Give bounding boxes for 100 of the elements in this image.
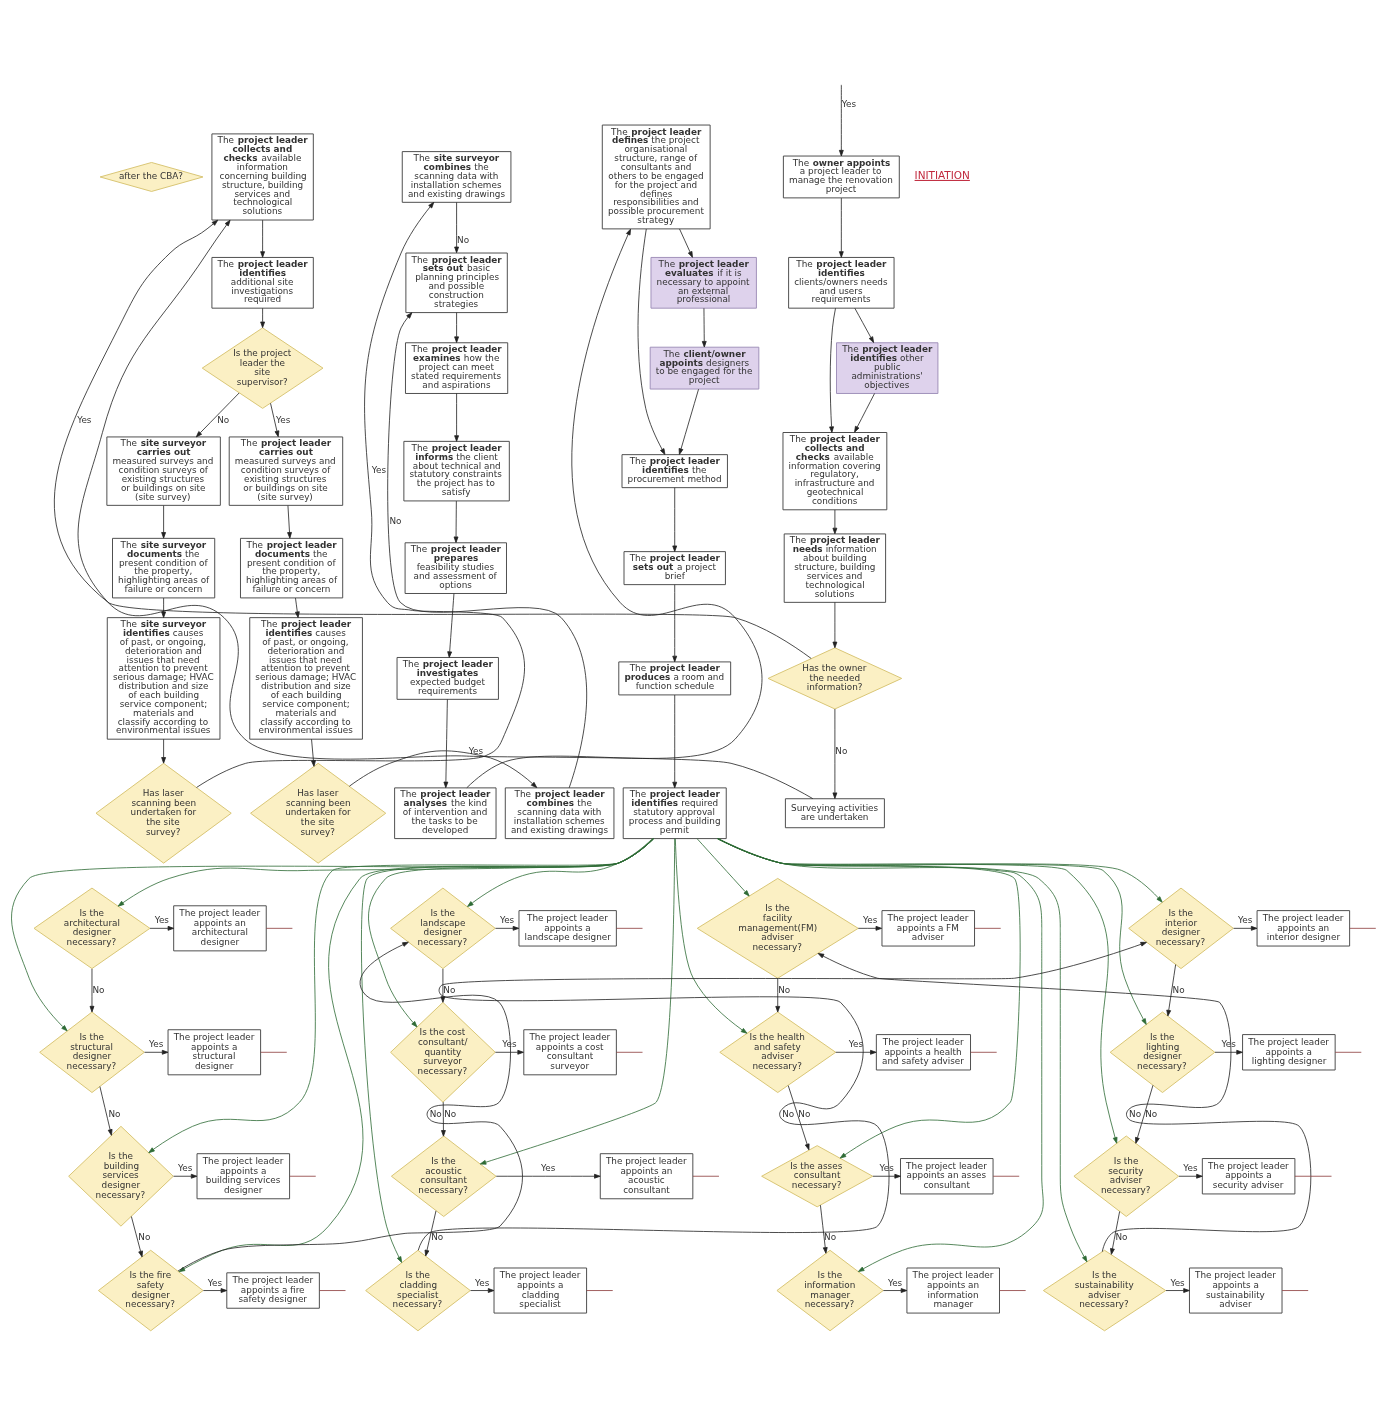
edge-label: No [1172,984,1185,995]
arrow [1165,1287,1190,1293]
arrow [775,977,781,1012]
arrow [637,228,666,455]
node-box: The project leader appoints an acoustic consultant [599,1152,694,1199]
arrow [467,837,653,907]
connector [1294,1175,1332,1177]
node-box: The project leader analyses the kind of intervention and the tasks to be developed [394,786,497,839]
arrow [348,749,538,788]
node-box: The project leader appoints a fire safety designer [226,1271,320,1309]
arrow [1166,963,1177,1016]
node-box: The project leader documents the present condition of the property, highlighting areas of failure or concern [240,537,344,598]
edge-label: Yes [154,914,169,925]
arrow [287,504,292,539]
node-box: The project leader identifies other public administrations' objectives [836,341,939,394]
node-diamond: Has laser scanning been undertaken for the site survey? [95,762,232,864]
arrow [495,925,520,931]
node-box: The project leader appoints an interior designer [1256,909,1351,947]
node-diamond: after the CBA? [99,161,204,192]
edge-label: No [108,1108,121,1119]
node-box: The project leader appoints a cladding specialist [493,1267,588,1314]
arrow [835,1049,877,1055]
arrow [161,504,166,539]
arrow [854,307,875,343]
arrow [195,392,240,437]
edge-label: Yes [1238,914,1253,925]
edge-label: No [443,984,456,995]
edge-label: No [835,745,848,756]
node-box: The project leader collects and checks available information covering regulatory, infrastructure and geotechnical conditions [782,431,888,510]
connector [992,1175,1020,1177]
node-diamond: Is the cost consultant/ quantity surveyor necessary? [390,1001,496,1103]
node-box: The project leader appoints a FM adviser [881,909,976,947]
edge-label: Yes [77,414,92,425]
node-box: The project leader appoints a sustainability adviser [1188,1267,1283,1314]
arrow [832,708,838,799]
edge-label: No [457,234,470,245]
arrow [1178,1173,1203,1179]
edge-label: No [429,1108,442,1119]
edge-label: No [778,984,791,995]
arrow [177,941,523,1271]
node-box: The project leader informs the client about technical and statutory constraints the project has to satisfy [403,440,510,501]
arrow [857,925,882,931]
node-box: The project leader appoints an information manager [906,1267,1000,1314]
node-diamond: Is the structural designer necessary? [39,1011,145,1093]
node-diamond: Is the interior designer necessary? [1128,887,1234,969]
arrow [820,1204,828,1254]
arrow [443,698,449,788]
node-box: The project leader identifies causes of past, or ongoing, deterioration and issues that need attention to prevent serious damage; HVAC distribution and size of each building service component; materials and classify according to environmental issues [249,616,363,740]
node-box: The client/owner appoints designers to be engaged for the project [649,346,760,390]
node-box: The project leader appoints a building services designer [196,1152,291,1199]
arrow [260,307,265,328]
edge-label: Yes [276,414,291,425]
connector [289,1175,317,1177]
arrow [99,1085,113,1136]
connector [1349,927,1377,929]
node-box: The project leader combines the scanning data with installation schemes and existing drawings [504,786,615,839]
node-box: The project leader appoints a health and safety adviser [875,1033,971,1070]
connector [974,927,1002,929]
node-box: The project leader investigates expected budget requirements [396,656,499,700]
arrow [674,837,748,1034]
connector [692,1175,720,1177]
arrow [260,219,265,258]
arrow [854,392,875,433]
node-box: The project leader produces a room and function schedule [618,660,732,695]
node-box: The project leader appoints an asses consultant [900,1157,994,1194]
label: INITIATION [914,168,970,181]
connector [616,1051,643,1053]
edge-label: Yes [887,1277,903,1288]
edge-label: Yes [499,914,515,925]
arrow [717,837,1147,1025]
edge-label: No [1145,1108,1158,1119]
arrow [672,486,678,552]
node-box: The project leader examines how the project can meet stated requirements and aspirations [405,341,509,394]
arrow [1214,1049,1243,1055]
edge-label: No [444,1108,457,1119]
node-box: The project leader identifies the procurement method [621,453,728,488]
node-box: Surveying activities are undertaken [784,797,885,828]
connector [1334,1051,1362,1053]
connector [586,1289,614,1291]
arrow [454,201,459,253]
arrow [1110,1210,1121,1255]
edge-label: Yes [1170,1277,1185,1288]
arrow [202,1287,228,1293]
arrow [832,601,838,648]
node-box: The project leader sets out basic planning principles and possible construction strategies [405,252,508,313]
node-diamond: Is the landscape designer necessary? [390,887,496,969]
edge-label: Yes [848,1038,864,1049]
node-box: The project leader collects and checks available information concerning building structure, building services and technological solutions [211,132,314,220]
arrow [495,1049,524,1055]
arrow [148,837,655,1153]
arrow [417,941,1147,1251]
arrow [872,1173,901,1179]
node-diamond: Has the owner the needed information? [767,646,903,709]
arrow [311,738,316,767]
node-box: The owner appoints a project leader to manage the renovation project [782,155,900,198]
arrow [832,509,838,534]
edge-label: Yes [879,1162,894,1173]
node-diamond: Is the acoustic consultant necessary? [390,1135,497,1217]
node-box: The project leader identifies clients/owners needs and users requirements [788,256,895,309]
node-box: The project leader carries out measured surveys and condition surveys of existing structures or buildings on site (site survey) [228,435,344,506]
